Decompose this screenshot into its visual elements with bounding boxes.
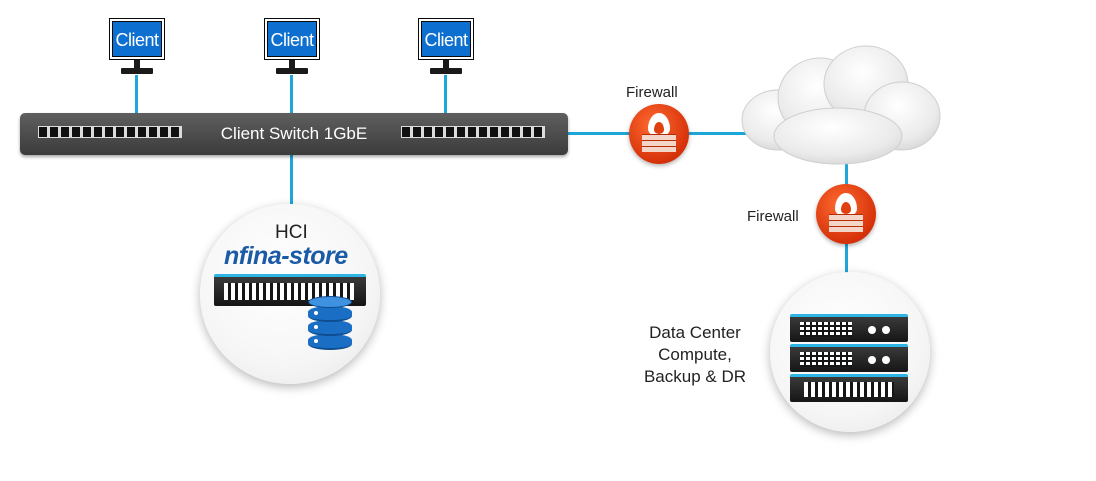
switch-hci-link: [290, 155, 293, 205]
backup-server-icon: [790, 344, 908, 372]
datacenter-line: Data Center: [649, 323, 741, 342]
cloud-firewall-link: [845, 162, 848, 190]
datacenter-line: Backup & DR: [643, 367, 747, 386]
datacenter-node: [770, 272, 930, 432]
client-monitor: Client: [109, 18, 167, 76]
client-switch: Client Switch 1GbE: [20, 113, 568, 155]
client2-link: [290, 75, 293, 115]
client-monitor: Client: [264, 18, 322, 76]
hci-brand-logo: nfina-store: [224, 242, 348, 270]
monitor-icon: Client: [264, 18, 320, 60]
firewall-icon: [629, 104, 689, 164]
client1-link: [135, 75, 138, 115]
switch-label: Client Switch 1GbE: [220, 124, 368, 143]
switch-ports-right: [401, 126, 545, 138]
switch-firewall-link: [566, 132, 630, 135]
client-label: Client: [424, 30, 468, 50]
compute-server-icon: [790, 314, 908, 342]
hci-label: HCI: [275, 222, 308, 243]
firewall-icon: [816, 184, 876, 244]
database-icon: [306, 292, 354, 354]
firewall-cloud-link: [688, 132, 748, 135]
firewall-label: Firewall: [626, 84, 678, 101]
client-monitor: Client: [418, 18, 476, 76]
datacenter-label: Data Center Compute, Backup & DR: [620, 322, 770, 388]
switch-ports-left: [38, 126, 182, 138]
datacenter-line: Compute,: [658, 345, 732, 364]
cloud-icon: [741, 45, 941, 165]
firewall-label: Firewall: [747, 208, 799, 225]
client3-link: [444, 75, 447, 115]
hci-node: HCI nfina-store: [200, 204, 380, 384]
monitor-icon: Client: [418, 18, 474, 60]
client-label: Client: [270, 30, 314, 50]
firewall-datacenter-link: [845, 243, 848, 275]
monitor-icon: Client: [109, 18, 165, 60]
storage-server-icon: [790, 374, 908, 402]
client-label: Client: [115, 30, 159, 50]
